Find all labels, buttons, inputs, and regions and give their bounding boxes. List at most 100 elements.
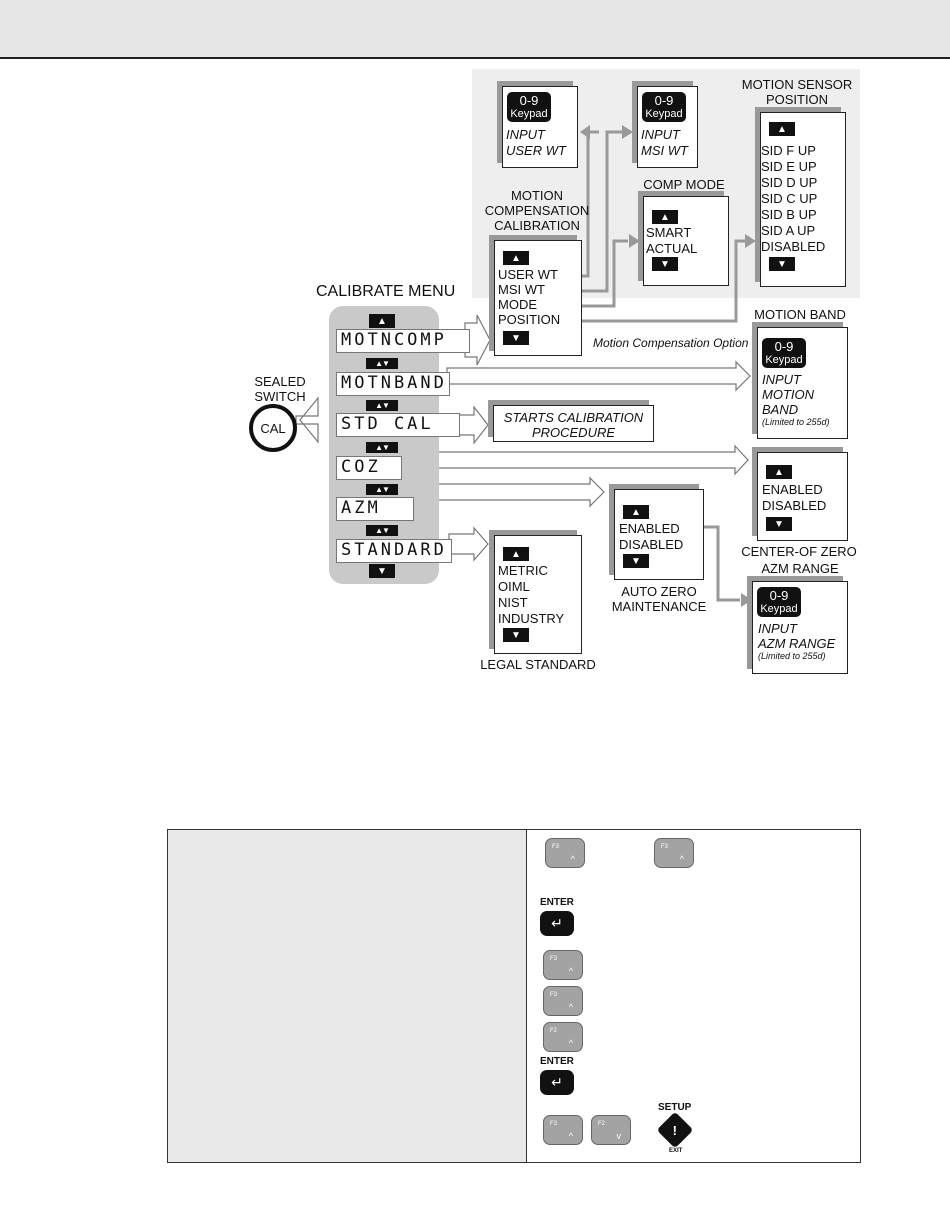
f3-key[interactable]: F3^ <box>543 1115 583 1145</box>
up-arrow-icon: ▲ <box>503 547 529 561</box>
keypad-icon: 0-9 Keypad <box>642 92 686 122</box>
motion-sensor-title-line2: POSITION <box>765 92 829 107</box>
f2-key-label: F2 <box>550 1028 558 1034</box>
page-header-band <box>0 0 950 57</box>
legal-standard-label: LEGAL STANDARD <box>480 657 596 672</box>
sensor-item: SID C UP <box>761 191 818 206</box>
f3-key-label: F3 <box>550 992 558 998</box>
motion-comp-title-line3: CALIBRATION <box>494 218 580 233</box>
f3-key[interactable]: F3^ <box>654 838 694 868</box>
limited-label: (Limited to 255d) <box>758 651 826 661</box>
up-down-arrow-icon: ▲▼ <box>366 400 398 411</box>
enter-key[interactable]: ↵ <box>540 911 574 936</box>
enter-key-title: ENTER <box>540 897 574 908</box>
up-arrow-icon: ▲ <box>766 465 792 479</box>
procedure-table-left-column <box>168 830 526 1162</box>
user-wt-label: USER WT <box>506 143 566 158</box>
up-down-arrow-icon: ▲▼ <box>366 358 398 369</box>
keypad-bottom-label: Keypad <box>645 108 683 120</box>
cal-switch-icon[interactable]: CAL <box>249 404 297 452</box>
enter-arrow-icon: ↵ <box>551 1074 563 1090</box>
auto-zero-line1: AUTO ZERO <box>621 584 697 599</box>
setup-exit-icon: ! <box>672 1122 678 1138</box>
f3-key[interactable]: F3^ <box>545 838 585 868</box>
motion-comp-title: MOTION COMPENSATION CALIBRATION <box>474 188 600 233</box>
up-arrow-icon: ▲ <box>623 505 649 519</box>
azm-range-label: AZM RANGE <box>758 636 836 651</box>
up-down-arrow-icon: ▲▼ <box>366 442 398 453</box>
keypad-top-label: 0-9 <box>519 93 539 108</box>
azm-list: ENABLED DISABLED <box>619 521 683 553</box>
enter-key[interactable]: ↵ <box>540 1070 574 1095</box>
up-caret-icon: ^ <box>679 854 684 864</box>
menu-item-azm[interactable]: AZM <box>336 497 414 521</box>
auto-zero-box: ▲ ENABLED DISABLED ▼ <box>614 489 704 580</box>
down-arrow-icon: ▼ <box>652 257 678 271</box>
auto-zero-line2: MAINTENANCE <box>611 599 707 614</box>
azm-item-enabled: ENABLED <box>619 521 680 536</box>
setup-key-title: SETUP <box>658 1102 692 1113</box>
sensor-item: SID A UP <box>761 223 816 238</box>
menu-item-coz[interactable]: COZ <box>336 456 402 480</box>
motion-comp-option-label: Motion Compensation Option <box>593 336 749 350</box>
menu-item-motncomp[interactable]: MOTNCOMP <box>336 329 470 353</box>
exit-label: EXIT <box>669 1148 683 1154</box>
menu-item-motnband[interactable]: MOTNBAND <box>336 372 450 396</box>
input-msi-wt-label: INPUT MSI WT <box>641 127 688 159</box>
up-caret-icon: ^ <box>568 1038 573 1048</box>
motion-label: MOTION <box>762 387 814 402</box>
header-rule <box>0 57 950 59</box>
input-msi-wt-box: 0-9 Keypad INPUT MSI WT <box>637 86 698 168</box>
sensor-item: SID E UP <box>761 159 817 174</box>
sensor-item: SID D UP <box>761 175 818 190</box>
comp-mode-item: ACTUAL <box>646 241 698 256</box>
motion-sensor-title: MOTION SENSOR POSITION <box>722 77 872 107</box>
azm-item-disabled: DISABLED <box>619 537 684 552</box>
motion-sensor-title-line1: MOTION SENSOR <box>741 77 853 92</box>
sensor-item: SID B UP <box>761 207 817 222</box>
legal-item-metric: METRIC <box>498 563 548 578</box>
switch-label: SWITCH <box>254 389 306 404</box>
keypad-bottom-label: Keypad <box>765 354 803 366</box>
menu-item-std-cal[interactable]: STD CAL <box>336 413 460 437</box>
up-arrow-icon: ▲ <box>369 314 395 328</box>
calibrate-menu-title: CALIBRATE MENU <box>316 283 456 300</box>
input-label: INPUT <box>762 372 801 387</box>
motion-sensor-box: ▲ SID F UP SID E UP SID D UP SID C UP SI… <box>760 112 846 287</box>
input-label: INPUT <box>758 621 797 636</box>
f3-key-label: F3 <box>550 1121 558 1127</box>
menu-item-standard[interactable]: STANDARD <box>336 539 452 563</box>
azm-range-title: AZM RANGE <box>761 561 839 576</box>
connector-lines <box>295 125 756 607</box>
motion-comp-list: USER WT MSI WT MODE POSITION <box>498 267 560 327</box>
comp-mode-title: COMP MODE <box>643 177 725 192</box>
center-of-zero-box: ▲ ENABLED DISABLED ▼ <box>757 452 848 541</box>
keypad-bottom-label: Keypad <box>510 108 548 120</box>
motion-band-input: INPUT MOTION BAND (Limited to 255d) <box>762 372 830 428</box>
coz-item-enabled: ENABLED <box>762 482 823 497</box>
input-user-wt-label: INPUT USER WT <box>506 127 566 159</box>
msi-wt-label: MSI WT <box>641 143 688 158</box>
azm-range-box: 0-9 Keypad INPUT AZM RANGE (Limited to 2… <box>752 581 848 674</box>
starts-calibration-box: STARTS CALIBRATION PROCEDURE <box>493 405 654 442</box>
sensor-item: SID F UP <box>761 143 816 158</box>
motion-band-box: 0-9 Keypad INPUT MOTION BAND (Limited to… <box>757 327 848 439</box>
comp-mode-list: SMART ACTUAL <box>646 225 697 257</box>
down-arrow-icon: ▼ <box>766 517 792 531</box>
up-arrow-icon: ▲ <box>769 122 795 136</box>
legal-item-oiml: OIML <box>498 579 530 594</box>
f3-key-label: F3 <box>550 956 558 962</box>
input-user-wt-box: 0-9 Keypad INPUT USER WT <box>502 86 578 168</box>
keypad-bottom-label: Keypad <box>760 603 798 615</box>
f3-key[interactable]: F3 ^ <box>543 950 583 980</box>
f2-key[interactable]: F2 ^ <box>543 1022 583 1052</box>
motion-band-title: MOTION BAND <box>754 307 846 322</box>
motion-comp-title-line2: COMPENSATION <box>484 203 590 218</box>
up-caret-icon: ^ <box>568 966 573 976</box>
enter-key-title: ENTER <box>540 1056 574 1067</box>
input-label: INPUT <box>641 127 680 142</box>
procedure-table <box>167 829 861 1163</box>
f3-key[interactable]: F3^ <box>543 986 583 1016</box>
input-label: INPUT <box>506 127 545 142</box>
